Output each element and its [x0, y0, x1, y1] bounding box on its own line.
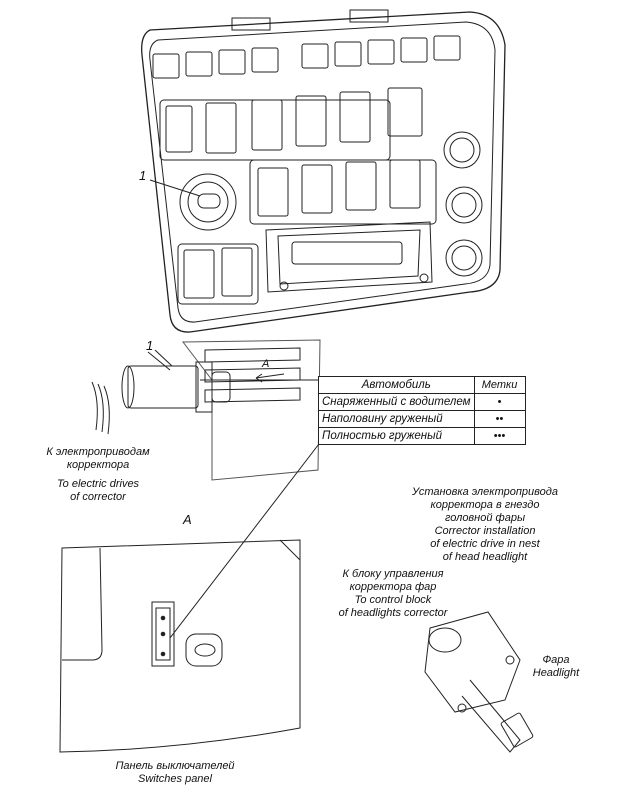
- table-row: Полностью груженый •••: [318, 427, 526, 445]
- headlight-actuator-drawing: [424, 611, 534, 753]
- leader-1-mid: [154, 349, 173, 367]
- item-number-1-mid: 1: [146, 338, 154, 353]
- view-arrow-letter-a: A: [262, 358, 270, 370]
- row-marks: •••: [473, 427, 526, 445]
- marks-table: Автомобиль Метки Снаряженный с водителем…: [318, 376, 526, 445]
- installation-ru-3: головной фары: [444, 512, 526, 524]
- key-row-2: [159, 87, 423, 161]
- item-number-1-top: 1: [139, 168, 147, 183]
- control-block-en-2: of headlights corrector: [338, 607, 448, 619]
- control-block-ru-2: корректора фар: [349, 581, 437, 593]
- electric-drives-ru-2: корректора: [66, 459, 130, 471]
- installation-en-3: of head headlight: [442, 551, 528, 563]
- table-row: Снаряженный с водителем •: [318, 393, 526, 411]
- installation-ru-2: корректора в гнездо: [430, 499, 540, 511]
- headlight-ru: Фара: [542, 654, 570, 666]
- key-row-1: [152, 35, 461, 79]
- switches-panel-en: Switches panel: [138, 773, 212, 785]
- electric-drives-label: К электроприводам корректора To electric…: [28, 446, 168, 504]
- headlight-label: Фара Headlight: [526, 654, 586, 680]
- row-vehicle: Снаряженный с водителем: [318, 393, 475, 411]
- view-letter-a: A: [183, 512, 192, 527]
- installation-en-2: of electric drive in nest: [430, 538, 540, 550]
- switches-panel-ru: Панель выключателей: [115, 760, 235, 772]
- leader-1-top: [149, 179, 201, 197]
- view-a-panel-drawing: [59, 539, 301, 753]
- marks-table-header: Автомобиль Метки: [318, 376, 526, 394]
- corrector-switch-drawing: [91, 339, 321, 481]
- table-row: Наполовину груженый ••: [318, 410, 526, 428]
- switches-panel-label: Панель выключателей Switches panel: [100, 760, 250, 786]
- row-marks: •: [473, 393, 526, 411]
- control-block-ru-1: К блоку управления: [342, 568, 444, 580]
- row-vehicle: Наполовину груженый: [318, 410, 475, 428]
- installation-ru-1: Установка электропривода: [412, 486, 558, 498]
- switch-panel-drawing: [141, 9, 506, 333]
- headlight-en: Headlight: [532, 667, 580, 679]
- electric-drives-en-1: To electric drives: [56, 478, 140, 490]
- row-marks: ••: [473, 410, 526, 428]
- header-vehicle: Автомобиль: [318, 376, 475, 394]
- installation-label: Установка электропривода корректора в гн…: [400, 486, 570, 564]
- header-marks: Метки: [473, 376, 526, 394]
- installation-en-1: Corrector installation: [434, 525, 536, 537]
- row-vehicle: Полностью груженый: [318, 427, 475, 445]
- electric-drives-ru-1: К электроприводам: [46, 446, 150, 458]
- control-block-label: К блоку управления корректора фар To con…: [318, 568, 468, 620]
- leader-table-to-marks: [169, 439, 323, 639]
- electric-drives-en-2: of corrector: [70, 491, 126, 503]
- control-block-en-1: To control block: [354, 594, 432, 606]
